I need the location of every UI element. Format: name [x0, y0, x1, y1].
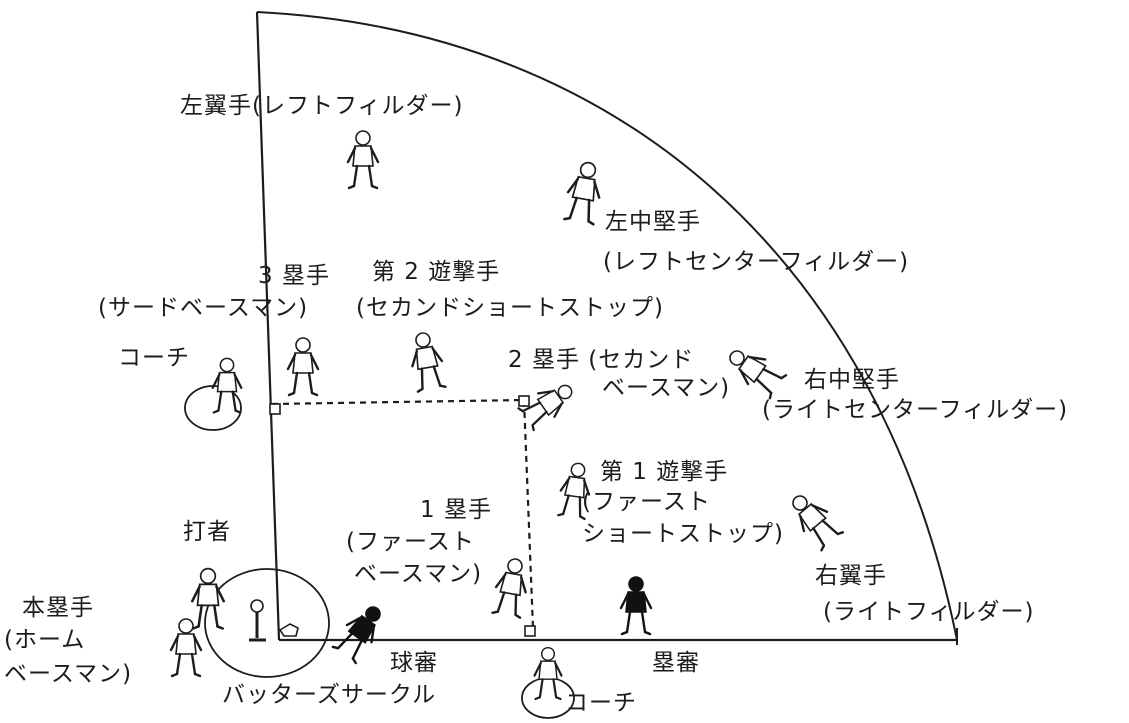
- label-coach-first: コーチ: [565, 690, 637, 716]
- bat-stand-top: [250, 599, 264, 613]
- second-base: [518, 395, 530, 407]
- coach-third-figure: [211, 357, 243, 414]
- label-first-baseman: 1 塁手 (ファースト ベースマン): [346, 497, 492, 587]
- left-fielder-figure: [346, 130, 380, 190]
- catcher-figure: [169, 618, 203, 678]
- label-left-center-fielder: 左中堅手 (レフトセンターフィルダー): [603, 209, 910, 275]
- home-umpire-figure: [331, 606, 381, 665]
- label-batters-circle: バッターズサークル: [222, 682, 437, 708]
- label-home-umpire: 球審: [390, 650, 438, 676]
- label-second-baseman: 2 塁手 (セカンド ベースマン): [508, 347, 731, 401]
- batter-figure: [190, 567, 226, 630]
- left-foul-line: [255, 11, 281, 641]
- label-coach-third: コーチ: [118, 345, 190, 371]
- label-base-umpire: 塁審: [652, 650, 700, 676]
- first-base: [524, 625, 536, 637]
- second-shortstop-figure: [411, 332, 447, 393]
- home-plate: [278, 623, 299, 637]
- first-baseman-figure: [491, 558, 527, 619]
- right-center-fielder-figure: [729, 350, 788, 400]
- first-shortstop-figure: [557, 462, 591, 521]
- right-fielder-figure: [792, 495, 845, 552]
- left-center-fielder-figure: [563, 161, 601, 226]
- coach-first-figure: [533, 646, 563, 701]
- batters-circle-ring: [204, 568, 330, 678]
- label-catcher: 本塁手 (ホーム ベースマン): [4, 595, 133, 687]
- label-left-fielder: 左翼手(レフトフィルダー): [180, 93, 464, 119]
- outfield-fence: [256, 11, 958, 641]
- second-baseman-figure: [517, 384, 573, 432]
- label-batter: 打者: [183, 519, 231, 545]
- label-right-fielder: 右翼手 (ライトフィルダー): [815, 563, 1035, 625]
- label-third-baseman: 3 塁手 (サードベースマン): [98, 263, 330, 321]
- label-right-center-fielder: 右中堅手 (ライトセンターフィルダー): [762, 367, 1069, 423]
- label-first-shortstop: 第 1 遊撃手 (ファースト ショートストップ): [582, 459, 784, 547]
- player-figures: [169, 130, 845, 701]
- third-base: [269, 403, 281, 415]
- third-baseman-figure: [286, 337, 320, 397]
- label-second-shortstop: 第 2 遊撃手 (セカンドショートストップ): [356, 259, 664, 321]
- base-umpire-figure: [619, 576, 653, 636]
